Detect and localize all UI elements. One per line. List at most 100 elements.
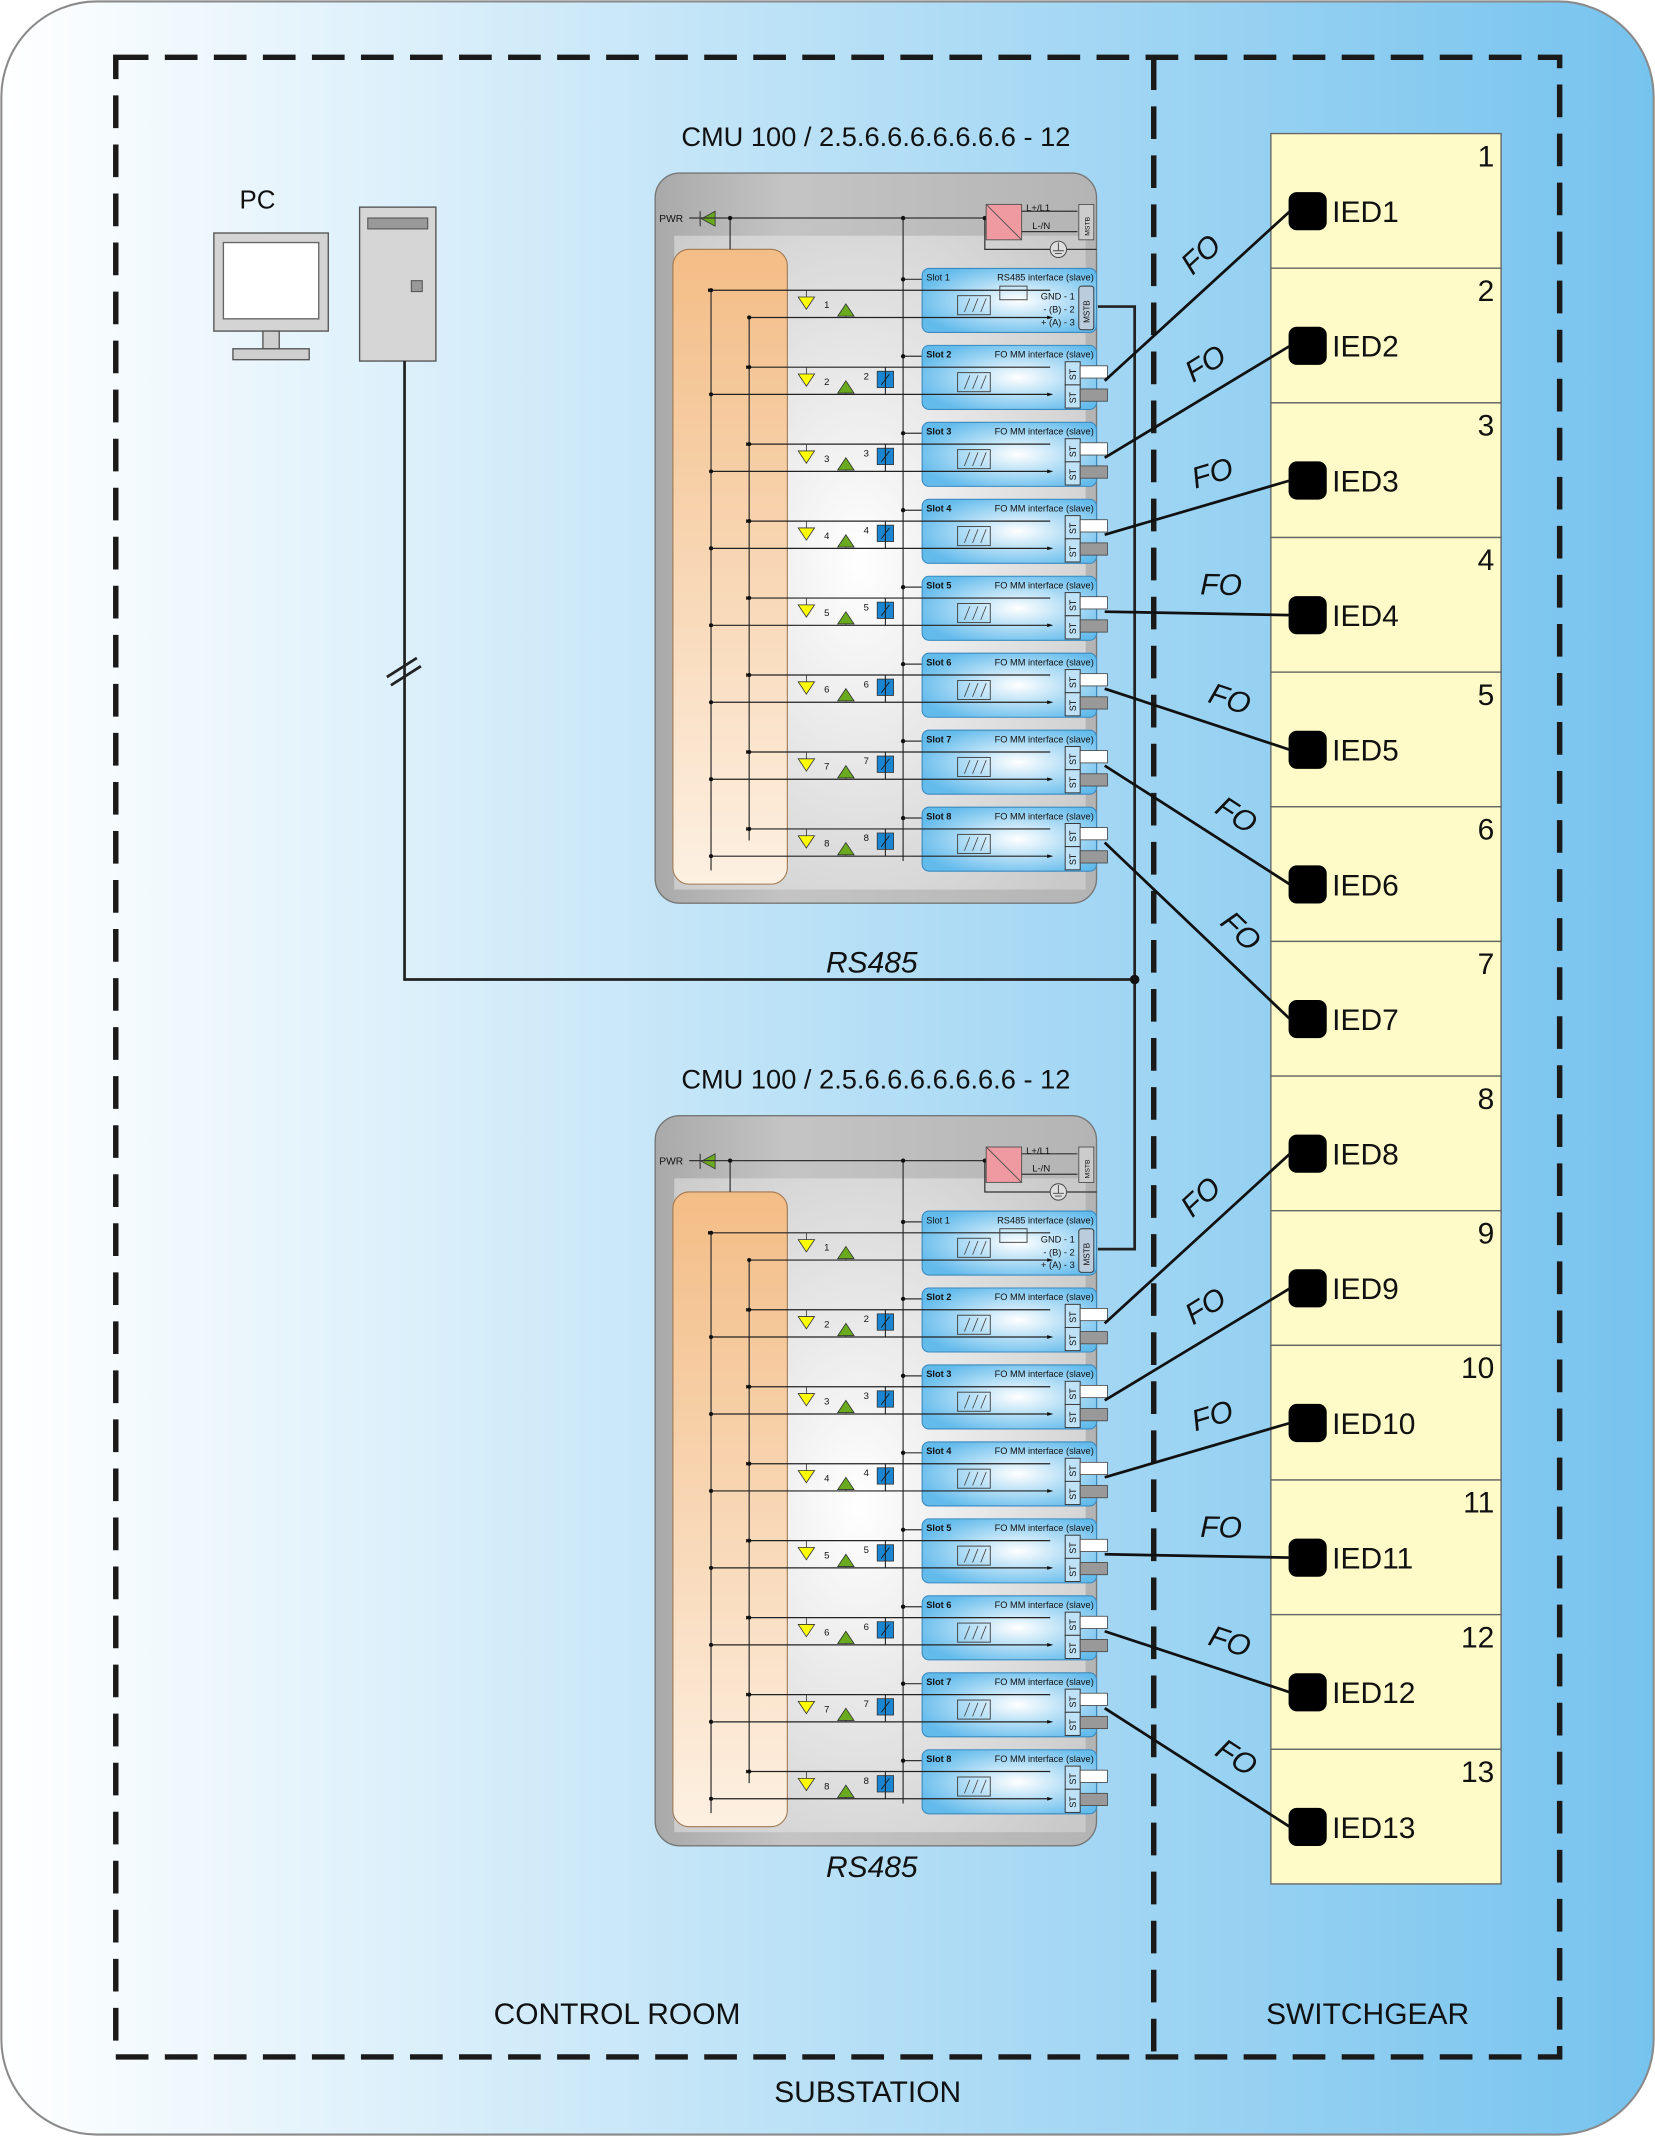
ied-port-icon <box>1288 461 1327 500</box>
relay-number: 3 <box>864 1391 869 1402</box>
fo-connector-rx[interactable] <box>1079 696 1108 710</box>
channel-number: 1 <box>824 1243 829 1254</box>
terminal-label: + (A) - 3 <box>1041 318 1075 328</box>
st-label: ST <box>1068 1642 1078 1654</box>
st-label: ST <box>1068 1488 1078 1500</box>
st-label: ST <box>1068 1696 1078 1708</box>
fo-connector-tx[interactable] <box>1079 1769 1108 1783</box>
fo-connector-tx[interactable] <box>1079 827 1108 841</box>
fo-connector-tx[interactable] <box>1079 1384 1108 1399</box>
fo-connector-tx[interactable] <box>1079 750 1108 764</box>
fo-cable <box>1104 1552 1290 1559</box>
fo-connector-rx[interactable] <box>1079 1562 1108 1576</box>
mstb-label: MSTB <box>1085 216 1092 235</box>
mstb-label: MSTB <box>1083 300 1092 323</box>
st-label: ST <box>1068 1411 1078 1423</box>
fo-cable <box>1103 1707 1291 1829</box>
fo-connector-tx[interactable] <box>1079 673 1108 687</box>
fo-cable <box>1104 1421 1291 1479</box>
ied-name: IED5 <box>1332 735 1399 768</box>
fo-cable <box>1103 344 1291 459</box>
slot-description: FO MM interface (slave) <box>995 811 1094 821</box>
slot-label: Slot 3 <box>926 1369 951 1379</box>
rs485-switch-icon <box>999 1228 1028 1243</box>
mstb-label: MSTB <box>1083 1242 1092 1265</box>
l-plus-label: L+/L1 <box>1026 203 1050 214</box>
slot-label: Slot 8 <box>926 811 951 821</box>
switch-block-icon <box>957 295 991 316</box>
l-minus-label: L-/N <box>1032 1164 1050 1175</box>
ied-bay-number: 3 <box>1478 410 1495 443</box>
pc[interactable]: PC <box>213 186 437 362</box>
slot-label: Slot 5 <box>926 1523 951 1533</box>
ied-bay-number: 7 <box>1478 948 1495 981</box>
ied-name: IED2 <box>1332 331 1399 364</box>
pc-tower-icon <box>358 206 437 362</box>
substation-label: SUBSTATION <box>774 2076 961 2109</box>
fo-connector-rx[interactable] <box>1079 1792 1108 1807</box>
fo-connector-tx[interactable] <box>1079 1692 1108 1706</box>
fo-connector-tx[interactable] <box>1079 365 1108 379</box>
st-label: ST <box>1068 1542 1078 1554</box>
st-label: ST <box>1068 391 1078 403</box>
control-room-label: CONTROL ROOM <box>494 1998 741 2031</box>
fo-connector-rx[interactable] <box>1079 1715 1108 1730</box>
fo-connector-tx[interactable] <box>1079 1308 1108 1322</box>
fo-connector-tx[interactable] <box>1079 1461 1108 1476</box>
fo-connector-rx[interactable] <box>1079 1331 1108 1345</box>
ied-bay-number: 11 <box>1463 1487 1494 1520</box>
fo-connector-rx[interactable] <box>1079 465 1108 479</box>
pwr-led-icon <box>700 1153 716 1170</box>
ied-name: IED8 <box>1332 1139 1399 1172</box>
fo-connector-rx[interactable] <box>1079 773 1108 787</box>
fo-connector-rx[interactable] <box>1079 1408 1108 1422</box>
fo-connector-rx[interactable] <box>1079 388 1108 402</box>
fo-cable <box>1103 1287 1291 1402</box>
channel-number: 3 <box>824 454 829 465</box>
fo-connector-rx[interactable] <box>1079 1639 1108 1653</box>
l-minus-label: L-/N <box>1032 221 1050 232</box>
fo-cable <box>1103 1152 1291 1325</box>
slot-description: FO MM interface (slave) <box>995 734 1094 744</box>
fo-connector-rx[interactable] <box>1079 542 1108 556</box>
slot-description: FO MM interface (slave) <box>995 1292 1094 1302</box>
fo-connector-rx[interactable] <box>1079 1485 1108 1499</box>
fo-connector-rx[interactable] <box>1079 850 1108 864</box>
slot-description: FO MM interface (slave) <box>995 1446 1094 1456</box>
st-label: ST <box>1068 1773 1078 1785</box>
ied-port-icon <box>1288 1807 1327 1846</box>
fo-connector-tx[interactable] <box>1079 1615 1108 1629</box>
fo-connector-rx[interactable] <box>1079 619 1108 633</box>
slot-label: Slot 4 <box>926 1446 952 1456</box>
fo-connector-tx[interactable] <box>1079 519 1108 533</box>
substation-boundary <box>113 54 1563 2060</box>
fo-connector-tx[interactable] <box>1079 442 1108 456</box>
fo-cable <box>1104 479 1291 537</box>
st-label: ST <box>1068 545 1078 557</box>
fo-connector-tx[interactable] <box>1079 1538 1108 1552</box>
relay-number: 4 <box>864 525 870 536</box>
ied-port-icon <box>1288 865 1327 904</box>
fo-connector-tx[interactable] <box>1079 596 1108 610</box>
relay-number: 7 <box>864 756 869 767</box>
slot-description: FO MM interface (slave) <box>995 1369 1094 1379</box>
slot-description: FO MM interface (slave) <box>995 1677 1094 1687</box>
channel-number: 7 <box>824 762 829 773</box>
pc-label: PC <box>239 186 275 214</box>
switch-block-icon <box>957 372 991 393</box>
ied-name: IED9 <box>1332 1273 1399 1306</box>
